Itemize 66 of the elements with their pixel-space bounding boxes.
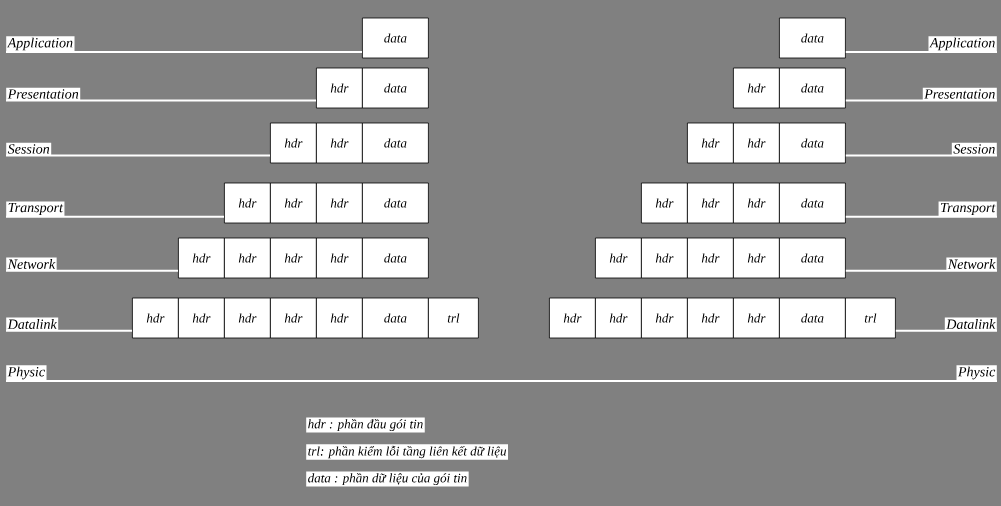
packet-cell: hdr [641, 182, 688, 224]
packet-cell: data [779, 67, 846, 109]
packet-cell: hdr [733, 67, 780, 109]
layer-line [844, 215, 998, 218]
layer-line [5, 99, 317, 102]
packet-cell: hdr [687, 182, 734, 224]
packet-cell: hdr [178, 297, 225, 339]
packet-cell: hdr [316, 122, 363, 164]
packet-cell: data [362, 122, 429, 164]
packet-cell: data [362, 17, 429, 59]
layer-line [844, 154, 998, 157]
packet-cell: data [362, 237, 429, 279]
note: hdr : phần đầu gói tin [306, 417, 425, 433]
packet-cell: hdr [270, 182, 317, 224]
packet-cell: hdr [733, 237, 780, 279]
packet-cell: hdr [224, 182, 271, 224]
packet-cell: hdr [733, 182, 780, 224]
layer-name: Application [6, 36, 75, 52]
packet-cell: hdr [595, 297, 642, 339]
packet-cell: hdr [178, 237, 225, 279]
packet-cell: data [779, 122, 846, 164]
packet-cell: hdr [224, 237, 271, 279]
packet-cell: data [779, 237, 846, 279]
note: trl: phần kiểm lỗi tầng liên kết dữ liệu [306, 444, 508, 460]
packet-cell: trl [845, 297, 896, 339]
layer-line [844, 99, 998, 102]
packet-cell: data [779, 182, 846, 224]
packet-cell: hdr [733, 297, 780, 339]
packet-cell: hdr [132, 297, 179, 339]
packet-cell: hdr [270, 237, 317, 279]
packet-cell: data [779, 17, 846, 59]
packet-cell: hdr [549, 297, 596, 339]
layer-line [844, 269, 998, 272]
packet-cell: trl [428, 297, 479, 339]
layer-name: Physic [6, 365, 47, 381]
packet-cell: hdr [316, 297, 363, 339]
layer-name: Physic [956, 365, 997, 381]
packet-cell: hdr [316, 182, 363, 224]
packet-cell: hdr [316, 67, 363, 109]
layer-name: Application [928, 36, 997, 52]
packet-cell: data [779, 297, 846, 339]
layer-line [844, 51, 998, 54]
layer-line [5, 154, 271, 157]
packet-cell: data [362, 67, 429, 109]
layer-line [5, 380, 998, 383]
packet-cell: hdr [641, 237, 688, 279]
layer-line [5, 215, 225, 218]
layer-name: Transport [6, 201, 65, 217]
packet-cell: hdr [316, 237, 363, 279]
layer-line [5, 269, 179, 272]
layer-name: Transport [938, 201, 997, 217]
packet-cell: hdr [687, 297, 734, 339]
packet-cell: hdr [687, 237, 734, 279]
layer-line [5, 329, 133, 332]
packet-cell: data [362, 182, 429, 224]
layer-line [894, 329, 998, 332]
note: data : phần dữ liệu của gói tin [306, 471, 469, 487]
layer-line [5, 51, 363, 54]
packet-cell: hdr [687, 122, 734, 164]
packet-cell: hdr [733, 122, 780, 164]
packet-cell: hdr [270, 297, 317, 339]
packet-cell: hdr [224, 297, 271, 339]
packet-cell: hdr [270, 122, 317, 164]
packet-cell: hdr [641, 297, 688, 339]
packet-cell: hdr [595, 237, 642, 279]
packet-cell: data [362, 297, 429, 339]
